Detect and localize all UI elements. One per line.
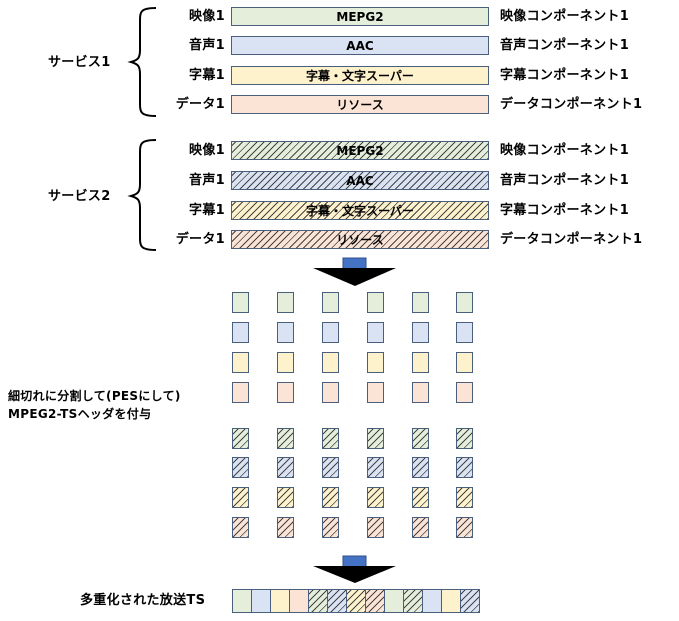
pes-block [456, 292, 473, 313]
pes-block [367, 322, 384, 343]
pes-block [456, 428, 473, 449]
subtitle-stream-bar: 字幕・文字スーパー [231, 66, 489, 85]
down-arrow-icon [313, 555, 396, 583]
audio-stream-bar: AAC [231, 171, 489, 190]
service1-label: サービス1 [48, 55, 111, 70]
pes-block [412, 487, 429, 508]
pes-block [232, 457, 249, 478]
pes-block [456, 517, 473, 538]
pes-block [232, 517, 249, 538]
ts-packet [384, 589, 404, 613]
pes-block [232, 292, 249, 313]
pes-block [367, 487, 384, 508]
pes-block [412, 352, 429, 373]
pes-block [367, 457, 384, 478]
component-label: 映像コンポーネント1 [500, 9, 630, 24]
component-label: 音声コンポーネント1 [500, 38, 630, 53]
ts-packet [422, 589, 442, 613]
step-label-line1: 細切れに分割して(PESにして) [8, 389, 181, 403]
pes-block [412, 428, 429, 449]
ts-packet [403, 589, 423, 613]
pes-block [277, 352, 294, 373]
pes-block [322, 352, 339, 373]
pes-block [412, 457, 429, 478]
row-label: 音声1 [189, 38, 225, 53]
component-label: 音声コンポーネント1 [500, 173, 630, 188]
ts-packet [441, 589, 461, 613]
data-stream-bar: リソース [231, 230, 489, 249]
pes-block [367, 292, 384, 313]
service2-label: サービス2 [48, 189, 111, 204]
pes-block [322, 322, 339, 343]
pes-block [277, 457, 294, 478]
down-arrow-icon [313, 257, 396, 286]
ts-packet [270, 589, 290, 613]
row-label: データ1 [175, 232, 225, 247]
component-label: データコンポーネント1 [500, 97, 643, 112]
pes-block [412, 322, 429, 343]
ts-packet [327, 589, 347, 613]
subtitle-stream-bar: 字幕・文字スーパー [231, 201, 489, 220]
pes-block [277, 487, 294, 508]
row-label: データ1 [175, 97, 225, 112]
pes-block [456, 322, 473, 343]
pes-block [456, 382, 473, 403]
pes-block [277, 517, 294, 538]
component-label: 映像コンポーネント1 [500, 143, 630, 158]
service2-brace [127, 139, 157, 251]
pes-block [412, 382, 429, 403]
row-label: 音声1 [189, 173, 225, 188]
pes-block [367, 352, 384, 373]
ts-packet [289, 589, 309, 613]
data-stream-bar: リソース [231, 95, 489, 114]
video-stream-bar: MEPG2 [231, 7, 489, 26]
pes-block [367, 428, 384, 449]
video-stream-bar: MEPG2 [231, 141, 489, 160]
component-label: 字幕コンポーネント1 [500, 68, 630, 83]
pes-block [232, 322, 249, 343]
row-label: 映像1 [189, 9, 225, 24]
pes-block [322, 517, 339, 538]
ts-packet [308, 589, 328, 613]
component-label: データコンポーネント1 [500, 232, 643, 247]
pes-block [322, 487, 339, 508]
pes-block [277, 292, 294, 313]
row-label: 字幕1 [189, 203, 225, 218]
service1-brace [127, 7, 157, 117]
pes-block [412, 292, 429, 313]
pes-block [322, 457, 339, 478]
pes-block [322, 382, 339, 403]
pes-block [367, 517, 384, 538]
ts-packet [346, 589, 366, 613]
row-label: 字幕1 [189, 68, 225, 83]
output-label: 多重化された放送TS [80, 593, 206, 608]
pes-block [456, 457, 473, 478]
audio-stream-bar: AAC [231, 36, 489, 55]
step-label-line2: MPEG2-TSヘッダを付与 [8, 407, 152, 421]
pes-block [277, 382, 294, 403]
pes-block [232, 352, 249, 373]
row-label: 映像1 [189, 143, 225, 158]
pes-block [232, 428, 249, 449]
ts-packet [251, 589, 271, 613]
pes-block [322, 428, 339, 449]
ts-packet [232, 589, 252, 613]
pes-block [277, 428, 294, 449]
pes-block [412, 517, 429, 538]
pes-block [367, 382, 384, 403]
ts-packet [365, 589, 385, 613]
pes-block [456, 352, 473, 373]
pes-block [232, 382, 249, 403]
pes-block [277, 322, 294, 343]
component-label: 字幕コンポーネント1 [500, 203, 630, 218]
ts-packet [460, 589, 480, 613]
pes-block [232, 487, 249, 508]
pes-block [456, 487, 473, 508]
pes-block [322, 292, 339, 313]
